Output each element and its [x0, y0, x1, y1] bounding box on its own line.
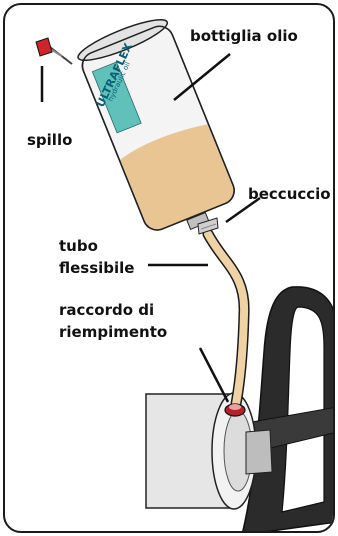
filling-fitting — [225, 404, 245, 416]
helm-hub — [246, 430, 272, 474]
label-hose-line2: flessibile — [59, 259, 134, 278]
label-pin: spillo — [27, 131, 72, 150]
label-bottle: bottiglia olio — [190, 27, 298, 46]
oil-bottle — [74, 13, 242, 245]
label-fitting-line2: riempimento — [59, 323, 167, 342]
label-spout: beccuccio — [248, 185, 331, 204]
label-fitting-line1: raccordo di — [59, 301, 154, 320]
pin — [36, 38, 72, 64]
diagram-frame: ULTRAFLEX hydraulic oil bottiglia olio s… — [3, 3, 335, 533]
label-hose-line1: tubo — [59, 237, 98, 256]
diagram-canvas: ULTRAFLEX hydraulic oil — [5, 5, 335, 533]
